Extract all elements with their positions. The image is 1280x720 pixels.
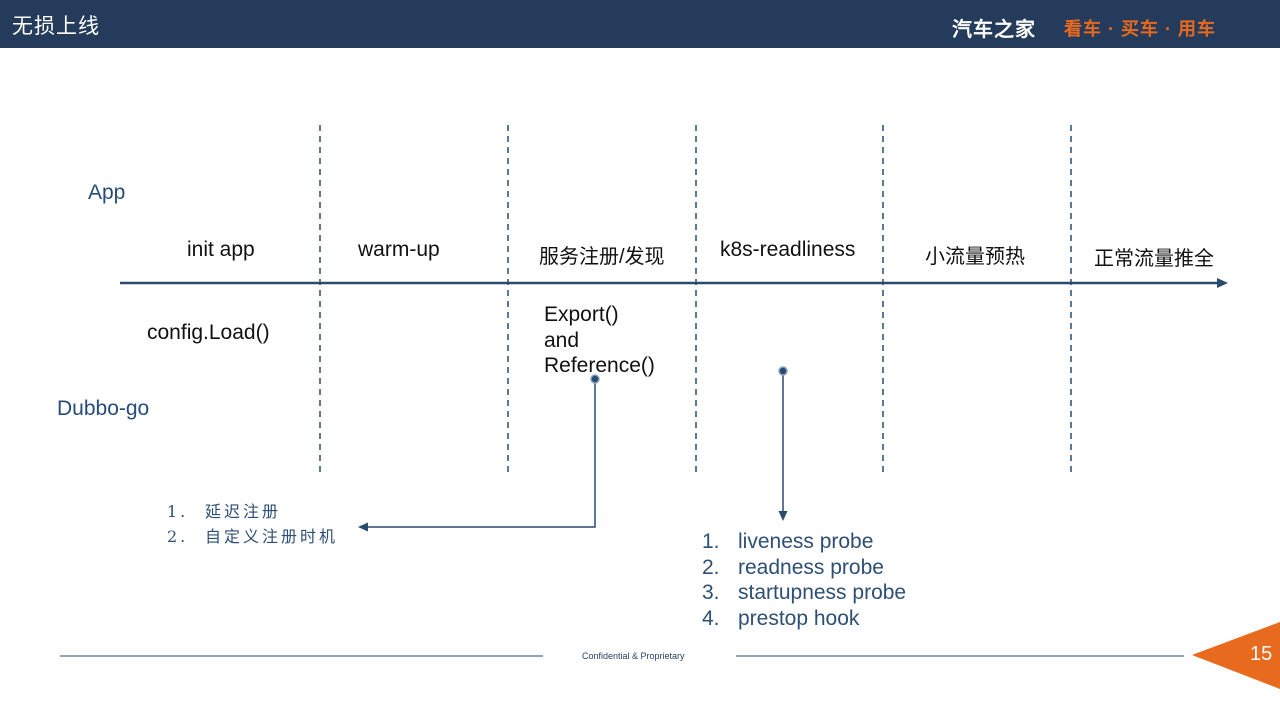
export-line: and <box>544 328 580 352</box>
stage-label: warm-up <box>358 238 440 261</box>
registration-notes-list: 1. 延迟注册 2. 自定义注册时机 <box>167 499 338 549</box>
row-label-dubbo: Dubbo-go <box>57 397 150 420</box>
stage-label: 服务注册/发现 <box>539 246 665 268</box>
registration-dot <box>590 374 600 384</box>
list-number: 1. <box>702 530 720 553</box>
export-line: Export() <box>544 303 619 326</box>
list-text: 延迟注册 <box>205 502 282 521</box>
list-text: readness probe <box>738 555 884 579</box>
brand-logo: 汽车之家 <box>952 19 1036 41</box>
list-item: 2. readness probe <box>702 555 906 581</box>
list-item: 3. startupness probe <box>702 580 906 606</box>
list-text: 自定义注册时机 <box>205 527 339 546</box>
brand-slogan: 看车 · 买车 · 用车 <box>1064 19 1216 39</box>
probe-arrowhead <box>778 511 788 521</box>
list-text: startupness probe <box>738 581 907 604</box>
slide-title: 无损上线 <box>12 14 100 38</box>
probe-list: 1. liveness probe 2. readness probe 3. star… <box>702 529 906 631</box>
list-number: 1. <box>167 502 189 521</box>
config-load-label: config.Load() <box>147 321 270 344</box>
footer-confidential: Confidential & Proprietary <box>582 651 685 661</box>
page-number-badge <box>1192 622 1280 689</box>
list-item: 2. 自定义注册时机 <box>167 524 338 549</box>
list-number: 4. <box>702 606 720 630</box>
stage-label: init app <box>187 238 255 261</box>
stage-label: 正常流量推全 <box>1094 248 1214 270</box>
stage-label: k8s-readliness <box>720 238 856 261</box>
list-number: 3. <box>702 581 720 604</box>
registration-connector <box>368 379 596 528</box>
list-item: 1. liveness probe <box>702 529 906 555</box>
page-number: 15 <box>1250 643 1273 665</box>
registration-arrowhead <box>358 522 368 532</box>
list-text: prestop hook <box>738 606 860 630</box>
probe-dot <box>778 366 788 376</box>
list-number: 2. <box>167 527 189 546</box>
list-number: 2. <box>702 555 720 579</box>
export-reference-label: Export() and Reference() <box>544 302 655 379</box>
stage-dividers <box>319 125 1072 477</box>
list-text: liveness probe <box>738 530 874 553</box>
row-label-app: App <box>88 181 126 204</box>
header-bar: 无损上线 汽车之家 看车 · 买车 · 用车 <box>0 0 1280 48</box>
stage-label: 小流量预热 <box>925 246 1025 268</box>
list-item: 1. 延迟注册 <box>167 499 338 524</box>
list-item: 4. prestop hook <box>702 606 906 632</box>
export-line: Reference() <box>544 354 655 377</box>
timeline-arrowhead <box>1217 278 1228 288</box>
